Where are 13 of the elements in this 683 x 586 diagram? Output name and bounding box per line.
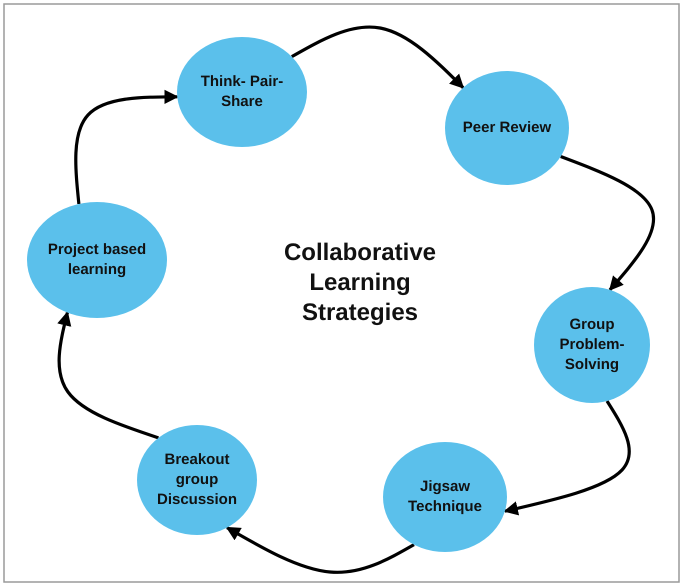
strategy-label: Peer Review [462, 118, 552, 138]
arrow [226, 526, 415, 574]
diagram-title: Collaborative Learning Strategies [282, 238, 438, 328]
strategy-label: Project based learning [46, 240, 148, 280]
arrow [291, 26, 464, 89]
arrow [560, 155, 656, 291]
arrow [57, 311, 159, 440]
strategy-label: Jigsaw Technique [407, 476, 483, 517]
arrow [503, 400, 631, 516]
strategy-label: Think- Pair-Share [200, 72, 284, 112]
strategy-label: Group Problem- Solving [558, 314, 626, 376]
arrow [74, 90, 179, 204]
strategy-label: Breakout group Discussion [156, 450, 238, 510]
